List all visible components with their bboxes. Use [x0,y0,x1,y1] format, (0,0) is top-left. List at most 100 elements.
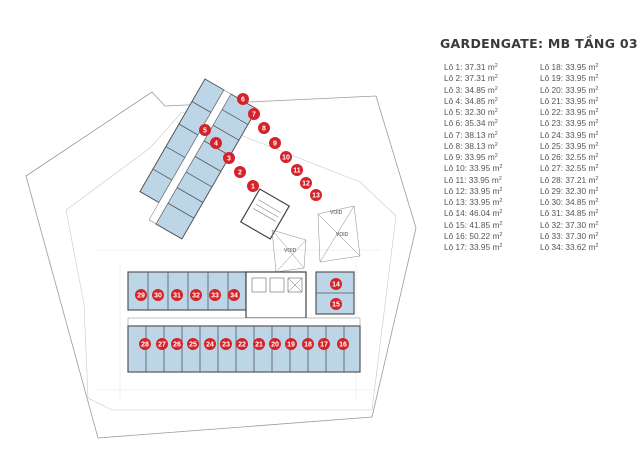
lot-label: Lô 16: 50.22 [444,230,491,241]
marker-2: 2 [234,166,246,178]
marker-12: 12 [300,177,312,189]
lot-label: Lô 9: 33.95 [444,152,486,162]
lot-list-item: Lô 13: 33.95 m2 [444,197,502,208]
area-unit: m2 [586,219,599,230]
diagonal-wing [139,78,258,240]
lot-label: Lô 7: 38.13 [444,129,486,140]
lot-label: Lô 22: 33.95 [540,107,587,117]
area-unit: m2 [490,185,503,196]
lot-list-item: Lô 18: 33.95 m2 [540,62,598,73]
marker-26: 26 [171,338,183,350]
lot-label: Lô 6: 35.34 [444,118,486,129]
area-unit: m2 [485,118,498,129]
area-unit: m2 [485,152,498,162]
marker-25: 25 [187,338,199,350]
area-unit: m2 [586,118,599,129]
lot-list-item: Lô 26: 32.55 m2 [540,152,598,163]
svg-text:2: 2 [238,170,242,177]
lot-label: Lô 32: 37.30 [540,219,587,230]
marker-3: 3 [223,152,235,164]
lot-label: Lô 15: 41.85 [444,219,491,230]
lot-list-item: Lô 12: 33.95 m2 [444,186,502,197]
svg-text:32: 32 [192,293,200,300]
lot-label: Lô 5: 32.30 [444,107,486,117]
corridor [127,317,361,327]
lot-list-item: Lô 20: 33.95 m2 [540,85,598,96]
svg-text:29: 29 [137,293,145,300]
area-unit: m2 [485,62,498,72]
area-unit: m2 [485,73,498,84]
svg-text:25: 25 [189,342,197,349]
void-area-1 [271,229,307,273]
area-unit: m2 [490,242,503,252]
lot-label: Lô 11: 33.95 [444,174,490,185]
lot-list-item: Lô 23: 33.95 m2 [540,118,598,129]
lot-label: Lô 12: 33.95 [444,185,491,196]
marker-33: 33 [209,289,221,301]
lot-list-item: Lô 31: 34.85 m2 [540,208,598,219]
svg-text:8: 8 [262,126,266,133]
area-unit: m2 [586,152,599,162]
lot-list-item: Lô 15: 41.85 m2 [444,220,502,231]
marker-16: 16 [337,338,349,350]
area-unit: m2 [586,129,599,140]
area-unit: m2 [586,185,599,196]
svg-text:20: 20 [271,342,279,349]
marker-8: 8 [258,122,270,134]
svg-text:5: 5 [203,128,207,135]
area-unit: m2 [586,230,599,241]
lot-label: Lô 10: 33.95 [444,163,491,174]
svg-text:30: 30 [154,293,162,300]
marker-28: 28 [139,338,151,350]
area-unit: m2 [485,95,498,106]
svg-text:24: 24 [206,342,214,349]
lot-label: Lô 20: 33.95 [540,84,587,95]
void-label-3: VOID [336,232,349,238]
lot-list-item: Lô 34: 33.62 m2 [540,242,598,253]
svg-text:3: 3 [227,156,231,163]
lot-label: Lô 19: 33.95 [540,73,587,84]
marker-1: 1 [247,180,259,192]
lot-list-item: Lô 10: 33.95 m2 [444,163,502,174]
lot-label: Lô 14: 46.04 [444,208,491,219]
lot-list-item: Lô 1: 37.31 m2 [444,62,502,73]
lot-list-item: Lô 17: 33.95 m2 [444,242,502,253]
area-unit: m2 [586,174,599,185]
lot-list-item: Lô 2: 37.31 m2 [444,73,502,84]
lot-list-item: Lô 14: 46.04 m2 [444,208,502,219]
marker-13: 13 [310,189,322,201]
north-row-block [127,271,247,311]
lot-list-item: Lô 9: 33.95 m2 [444,152,502,163]
lot-list-item: Lô 29: 32.30 m2 [540,186,598,197]
svg-text:26: 26 [173,342,181,349]
lot-label: Lô 2: 37.31 [444,73,486,84]
lot-label: Lô 1: 37.31 [444,62,486,72]
lot-list-item: Lô 25: 33.95 m2 [540,141,598,152]
lot-list-item: Lô 11: 33.95 m2 [444,175,502,186]
lot-label: Lô 33: 37.30 [540,230,587,241]
void-label-2: VOID [330,210,343,216]
area-unit: m2 [490,230,503,241]
building-outline [65,111,397,411]
central-core [245,271,307,319]
svg-text:12: 12 [302,181,310,188]
marker-9: 9 [269,137,281,149]
lot-label: Lô 4: 34.85 [444,95,486,106]
marker-7: 7 [248,108,260,120]
area-unit: m2 [586,140,599,151]
svg-text:4: 4 [214,141,218,148]
svg-text:10: 10 [282,155,290,162]
marker-21: 21 [253,338,265,350]
svg-text:27: 27 [158,342,166,349]
lot-label: Lô 21: 33.95 [540,95,587,106]
svg-text:15: 15 [332,302,340,309]
svg-text:9: 9 [273,141,277,148]
svg-text:19: 19 [287,342,295,349]
lot-label: Lô 8: 38.13 [444,140,486,151]
lot-label: Lô 17: 33.95 [444,242,491,252]
lot-list-item: Lô 4: 34.85 m2 [444,96,502,107]
marker-30: 30 [152,289,164,301]
svg-text:34: 34 [230,293,238,300]
marker-11: 11 [291,164,303,176]
